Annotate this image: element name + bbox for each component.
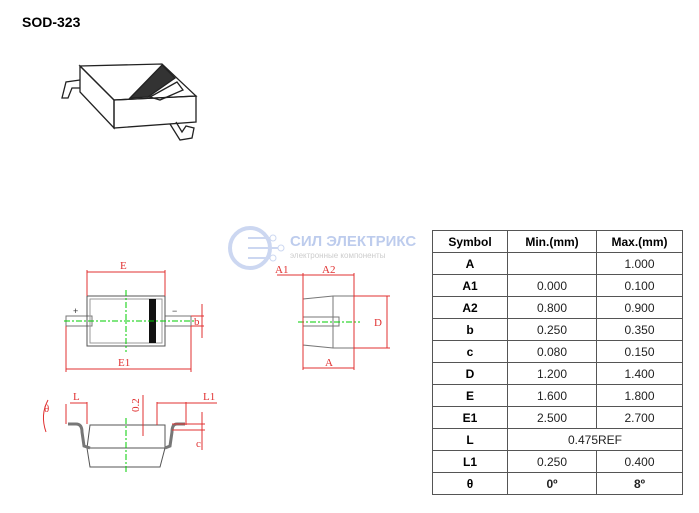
cell-ref: 0.475REF <box>507 428 683 451</box>
header-symbol: Symbol <box>432 230 508 253</box>
cell-min: 0.800 <box>507 296 597 319</box>
watermark-tagline: электронные компоненты <box>290 251 386 260</box>
cell-min: 0º <box>507 472 597 495</box>
label-L: L <box>73 391 80 403</box>
side-view: A1 A2 D A <box>275 264 390 370</box>
cell-symbol: A <box>432 252 508 275</box>
cell-max: 0.350 <box>596 318 683 341</box>
label-E1: E1 <box>118 357 130 369</box>
top-view: E E1 b + − <box>64 260 204 372</box>
label-E: E <box>120 260 127 272</box>
cell-min: 0.250 <box>507 318 597 341</box>
cell-symbol: A2 <box>432 296 508 319</box>
cell-symbol: E <box>432 384 508 407</box>
cell-min: 0.250 <box>507 450 597 473</box>
watermark-logo-icon <box>228 226 285 270</box>
label-minus: − <box>172 306 177 316</box>
table-header-row: Symbol Min.(mm) Max.(mm) <box>432 230 683 253</box>
cell-max: 0.100 <box>596 274 683 297</box>
cell-min: 1.200 <box>507 362 597 385</box>
label-D: D <box>374 317 382 329</box>
label-theta: θ <box>44 403 49 415</box>
cell-min: 0.000 <box>507 274 597 297</box>
label-A: A <box>325 357 333 369</box>
cell-min: 2.500 <box>507 406 597 429</box>
cell-max: 1.800 <box>596 384 683 407</box>
cell-symbol: L <box>432 428 508 451</box>
cell-symbol: L1 <box>432 450 508 473</box>
label-b: b <box>194 316 200 328</box>
watermark-name: СИЛ ЭЛЕКТРИКС <box>290 233 417 250</box>
header-min: Min.(mm) <box>507 230 597 253</box>
cell-max: 1.000 <box>596 252 683 275</box>
cell-symbol: E1 <box>432 406 508 429</box>
cell-symbol: A1 <box>432 274 508 297</box>
cell-symbol: θ <box>432 472 508 495</box>
package-3d-view <box>61 63 198 141</box>
label-0.2: 0.2 <box>130 398 142 412</box>
cell-symbol: c <box>432 340 508 363</box>
package-title: SOD-323 <box>22 14 81 30</box>
cell-min: 1.600 <box>507 384 597 407</box>
label-L1: L1 <box>203 391 215 403</box>
cell-max: 0.900 <box>596 296 683 319</box>
cell-max: 0.400 <box>596 450 683 473</box>
cell-min: 0.080 <box>507 340 597 363</box>
table-row: A 1.000 <box>432 252 683 275</box>
label-A2: A2 <box>322 264 335 276</box>
cell-max: 0.150 <box>596 340 683 363</box>
cell-max: 8º <box>596 472 683 495</box>
label-A1: A1 <box>275 264 288 276</box>
cell-min <box>507 252 597 275</box>
cell-symbol: D <box>432 362 508 385</box>
cell-symbol: b <box>432 318 508 341</box>
label-c: c <box>196 438 201 450</box>
header-max: Max.(mm) <box>596 230 683 253</box>
cell-max: 1.400 <box>596 362 683 385</box>
label-plus: + <box>73 306 78 316</box>
cell-max: 2.700 <box>596 406 683 429</box>
front-view: L L1 0.2 c θ <box>42 391 217 474</box>
